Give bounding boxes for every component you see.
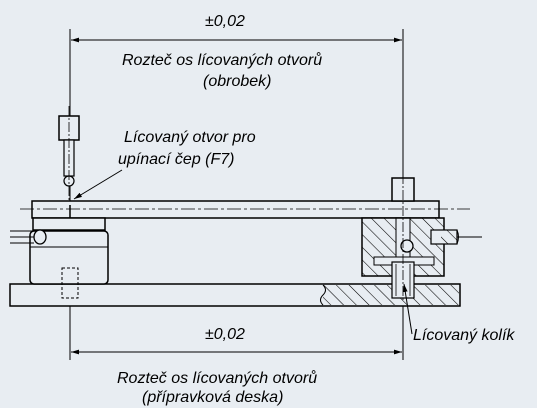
workpiece-pitch-label-line1: Rozteč os lícovaných otvorů [122, 52, 323, 69]
measuring-probe [58, 106, 80, 201]
right-pin-assembly [361, 174, 482, 302]
fitted-hole-label-line1: Lícovaný otvor pro [124, 129, 256, 146]
fitted-pin-leader [402, 283, 413, 335]
bottom-tolerance: ±0,02 [205, 326, 245, 343]
fixture-base-plate [9, 283, 461, 307]
workpiece-pitch-label-line2: (obrobek) [203, 73, 272, 90]
fitted-pin-label: Lícovaný kolík [413, 327, 515, 344]
fixture-pitch-label-line1: Rozteč os lícovaných otvorů [117, 370, 318, 387]
bottom-dimension [69, 298, 404, 360]
fixture-pitch-label-line2: (přípravková deska) [142, 389, 284, 406]
left-clamp [10, 205, 109, 299]
top-tolerance: ±0,02 [205, 13, 245, 30]
workpiece-plate [20, 200, 470, 219]
fitted-hole-label-line2: upínací čep (F7) [118, 151, 235, 168]
fitted-hole-leader [73, 169, 123, 200]
